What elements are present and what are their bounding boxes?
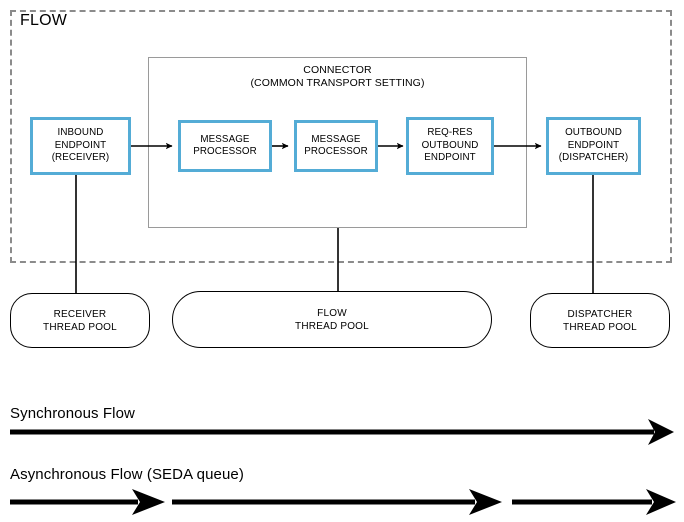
connector-title: CONNECTOR (COMMON TRANSPORT SETTING) bbox=[148, 64, 527, 90]
async-arrowhead-2 bbox=[469, 489, 502, 515]
legend-synchronous-flow-label: Synchronous Flow bbox=[10, 405, 135, 422]
node-req-res-outbound-endpoint[interactable]: REQ-RES OUTBOUND ENDPOINT bbox=[406, 117, 494, 175]
connector-title-line1: CONNECTOR bbox=[303, 64, 372, 76]
connector-title-line2: (COMMON TRANSPORT SETTING) bbox=[250, 77, 425, 89]
flow-container bbox=[10, 10, 672, 263]
synchronous-flow-arrowhead bbox=[648, 419, 674, 445]
pool-receiver-thread-pool[interactable]: RECEIVER THREAD POOL bbox=[10, 293, 150, 348]
node-message-processor-2[interactable]: MESSAGE PROCESSOR bbox=[294, 120, 378, 172]
connector-box bbox=[148, 57, 527, 228]
flow-label: FLOW bbox=[20, 12, 68, 29]
node-inbound-endpoint[interactable]: INBOUND ENDPOINT (RECEIVER) bbox=[30, 117, 131, 175]
node-message-processor-1[interactable]: MESSAGE PROCESSOR bbox=[178, 120, 272, 172]
node-outbound-endpoint[interactable]: OUTBOUND ENDPOINT (DISPATCHER) bbox=[546, 117, 641, 175]
pool-dispatcher-thread-pool[interactable]: DISPATCHER THREAD POOL bbox=[530, 293, 670, 348]
pool-flow-thread-pool[interactable]: FLOW THREAD POOL bbox=[172, 291, 492, 348]
thread-pool-drop-lines bbox=[75, 172, 594, 293]
legend-asynchronous-flow-label: Asynchronous Flow (SEDA queue) bbox=[10, 466, 244, 483]
async-arrowhead-1 bbox=[132, 489, 165, 515]
async-arrowhead-3 bbox=[646, 489, 676, 515]
